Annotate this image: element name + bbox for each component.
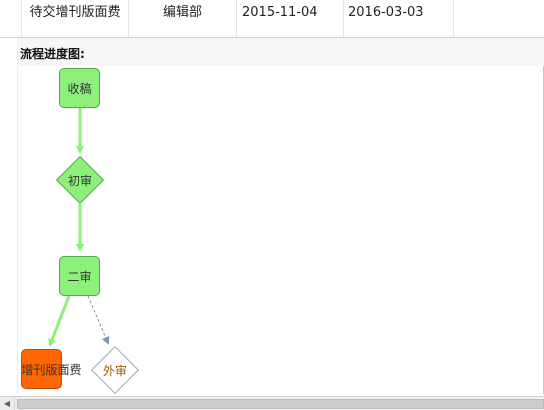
table-cell-department: 编辑部 xyxy=(129,0,237,37)
flow-section-title: 流程进度图: xyxy=(20,47,85,61)
table-cell-end-date: 2016-03-03 xyxy=(344,0,454,37)
table-cell-name: 待交增刊版面费 xyxy=(22,0,129,37)
table-cell-blank-end xyxy=(454,0,544,37)
edge-second-review-to-external-review xyxy=(87,295,110,345)
flow-node-second-review[interactable]: 二审 xyxy=(59,256,100,296)
flow-node-first-review[interactable]: 初审 xyxy=(55,155,105,205)
flow-node-external-review[interactable]: 外审 xyxy=(90,345,140,395)
table-row[interactable]: 待交增刊版面费 编辑部 2015-11-04 2016-03-03 xyxy=(0,0,544,38)
chevron-left-icon[interactable]: ◀ xyxy=(0,397,15,410)
flow-node-first-review-label: 初审 xyxy=(67,173,92,188)
edge-second-review-to-supplement-fee xyxy=(48,295,71,347)
flow-node-receive[interactable]: 收稿 xyxy=(59,68,100,108)
flow-node-supplement-fee-label: 增刊版面费 xyxy=(21,362,82,377)
flow-node-external-review-label: 外审 xyxy=(102,363,127,378)
flow-node-receive-label: 收稿 xyxy=(67,81,92,96)
flow-node-second-review-label: 二审 xyxy=(67,269,92,284)
flow-node-supplement-fee[interactable]: 增刊版面费 xyxy=(21,349,82,389)
flow-diagram: 收稿 初审 二审 增刊版面费 外审 xyxy=(17,66,544,395)
flow-section-header: 流程进度图: xyxy=(17,38,544,66)
horizontal-scrollbar[interactable]: ◀ xyxy=(0,396,544,410)
table-cell-start-date: 2015-11-04 xyxy=(237,0,344,37)
table-cell-blank xyxy=(0,0,22,37)
flow-connectors xyxy=(48,108,110,347)
scrollbar-thumb[interactable] xyxy=(17,399,544,409)
